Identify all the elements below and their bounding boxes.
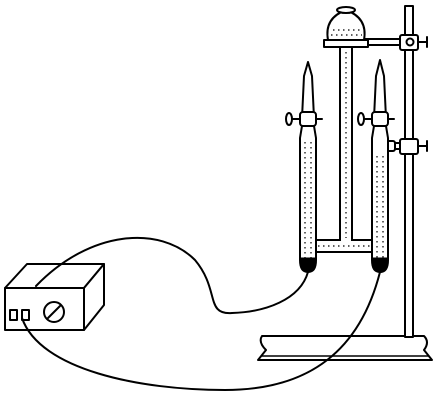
left-stopcock [285,111,323,127]
right-stopcock [357,111,395,127]
terminal-icon [9,309,18,321]
wire-to-left-electrode [35,236,309,315]
right-nozzle [373,59,387,119]
left-nozzle [301,61,315,119]
right-stopcock-handle [357,112,365,126]
upper-clamp-screw [405,37,415,47]
left-gas-tube [285,61,323,273]
left-stopcock-handle [285,112,293,126]
funnel-rim [336,6,356,14]
lower-clamp-boss [399,138,419,155]
funnel-collar [323,39,369,48]
wire-to-right-electrode [21,271,381,391]
reservoir-funnel [323,6,369,252]
right-electrode [372,257,388,273]
left-tube-body [299,125,317,273]
left-electrode [300,257,316,273]
lead-wires [21,236,381,391]
power-supply [4,263,105,331]
terminal-icon [21,309,30,321]
stand-base [257,335,433,361]
connecting-tube [315,238,373,253]
stand-rod [404,5,414,338]
right-tube-body [371,125,389,273]
